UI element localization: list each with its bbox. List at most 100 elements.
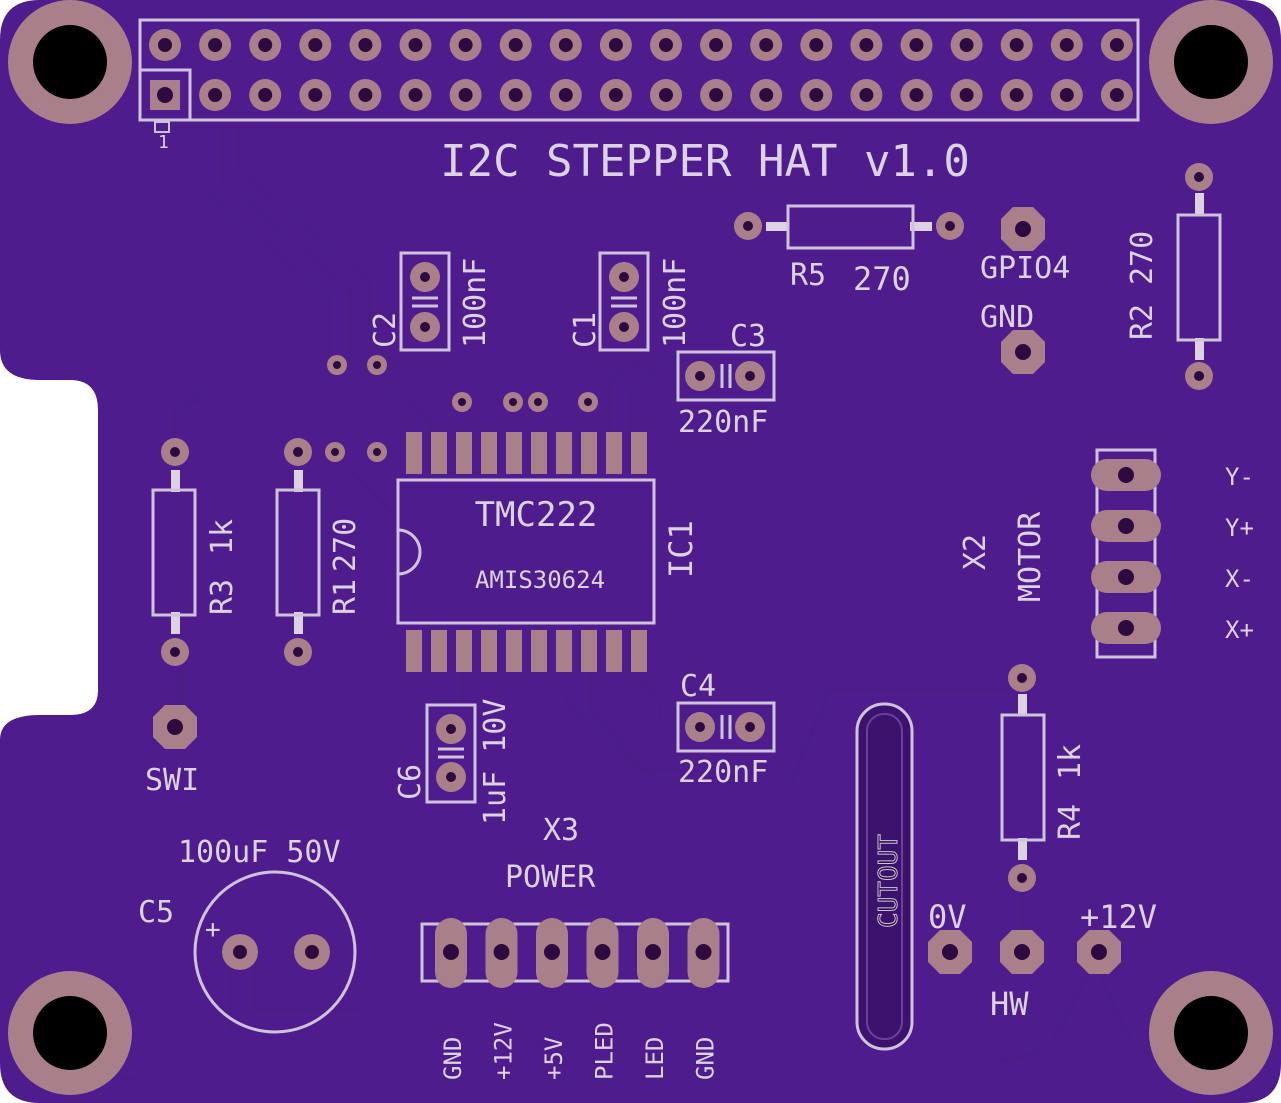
- x2-pin-label: X-: [1225, 565, 1254, 593]
- ic-pin: [556, 630, 572, 672]
- gnd-label: GND: [980, 300, 1034, 335]
- ic-pin: [531, 432, 547, 474]
- via: [452, 392, 472, 412]
- mounting-hole-bottom-left: [8, 971, 132, 1095]
- x3-pin-label: +12V: [490, 1022, 518, 1080]
- header-pin: [1100, 29, 1133, 61]
- ic-pin: [406, 432, 422, 474]
- x3-pin: [637, 918, 669, 988]
- c4-capacitor: [676, 701, 776, 753]
- hw-testpoint: [1000, 930, 1044, 974]
- header-pin: [900, 79, 933, 111]
- mounting-holes: [8, 0, 1273, 1095]
- header-pin: [950, 29, 983, 61]
- via: [578, 392, 598, 412]
- header-pin: [700, 79, 733, 111]
- r1-designator: R1: [328, 579, 363, 615]
- x2-pin-label: Y-: [1225, 463, 1254, 491]
- r2-designator: R2: [1125, 304, 1160, 340]
- r4-value: 1k: [1053, 744, 1088, 780]
- ic-pin: [506, 432, 522, 474]
- header-pin: [149, 29, 181, 61]
- plus12-testpoint: [1077, 930, 1121, 974]
- header-pin: [599, 79, 632, 111]
- header-pin: [549, 29, 582, 61]
- r3-designator: R3: [205, 579, 240, 615]
- c3-capacitor: [676, 350, 776, 402]
- x3-pin: [435, 918, 467, 988]
- ic-pin: [506, 630, 522, 672]
- c4-designator: C4: [680, 669, 716, 704]
- header-pin: [1050, 79, 1083, 111]
- c6-value: 1uF 10V: [478, 699, 513, 825]
- header-pin: [900, 29, 933, 61]
- zero-v-label: 0V: [928, 898, 967, 936]
- cutout-label: CUTOUT: [874, 834, 904, 928]
- header-pin: [750, 79, 783, 111]
- r3-resistor: [151, 438, 197, 710]
- x2-pin: [1091, 510, 1161, 542]
- x2-motor-connector: [1091, 448, 1161, 659]
- ic-pin: [581, 630, 597, 672]
- header-pin: [700, 29, 733, 61]
- header-pin: [349, 79, 382, 111]
- c6-designator: C6: [393, 764, 428, 800]
- cutout-slot: [855, 702, 914, 1051]
- header-pin: [1000, 29, 1033, 61]
- header-pin: [199, 29, 232, 61]
- c2-capacitor: [399, 251, 451, 352]
- x3-pin-label: PLED: [591, 1022, 619, 1080]
- header-pin: [650, 29, 682, 61]
- c2-value: 100nF: [458, 258, 493, 348]
- x2-pin: [1091, 561, 1161, 593]
- header-pin: [950, 79, 983, 111]
- via: [325, 442, 345, 462]
- header-pin: [850, 29, 883, 61]
- c5-value: 100uF 50V: [178, 835, 341, 870]
- r1-value: 270: [328, 518, 363, 572]
- pin1-label: 1: [158, 132, 169, 153]
- x3-power-connector: [420, 918, 730, 988]
- c4-value: 220nF: [678, 755, 768, 790]
- header-pin: [349, 29, 382, 61]
- ic-pin: [406, 630, 422, 672]
- r5-value: 270: [853, 260, 911, 298]
- ic1-part: TMC222: [475, 495, 598, 535]
- r3-value: 1k: [205, 519, 240, 555]
- gpio4-label: GPIO4: [980, 251, 1070, 286]
- r5-resistor: [734, 204, 964, 250]
- plus12-label: +12V: [1080, 898, 1157, 936]
- vias: [325, 355, 598, 462]
- x2-pin-label: X+: [1225, 616, 1254, 644]
- ic-pin: [581, 432, 597, 474]
- header-pin: [1100, 79, 1133, 111]
- ic-pin: [606, 432, 622, 474]
- header-pin: [800, 29, 833, 61]
- header-pin: [1050, 29, 1083, 61]
- r2-value: 270: [1125, 231, 1160, 285]
- mounting-hole-top-left: [8, 0, 132, 124]
- r4-resistor: [1000, 664, 1046, 892]
- header-pin: [650, 79, 682, 111]
- mounting-hole-top-right: [1149, 0, 1273, 124]
- r4-designator: R4: [1053, 804, 1088, 840]
- ic-pin: [531, 630, 547, 672]
- header-pin: [549, 79, 582, 111]
- r1-resistor: [275, 438, 321, 666]
- c1-capacitor: [598, 251, 650, 352]
- ic-pin: [431, 432, 447, 474]
- r2-resistor: [1176, 163, 1222, 390]
- header-pin: [449, 29, 482, 61]
- ic1-designator: IC1: [662, 520, 700, 578]
- ic-pin: [556, 432, 572, 474]
- via: [528, 392, 548, 412]
- header-pin: [249, 29, 282, 61]
- c5-capacitor: [193, 870, 357, 1034]
- via: [327, 355, 347, 375]
- x3-pin: [586, 918, 619, 988]
- x3-pin-label: LED: [641, 1037, 669, 1080]
- gpio-header: [138, 18, 1140, 133]
- x3-pin-label: GND: [692, 1037, 720, 1080]
